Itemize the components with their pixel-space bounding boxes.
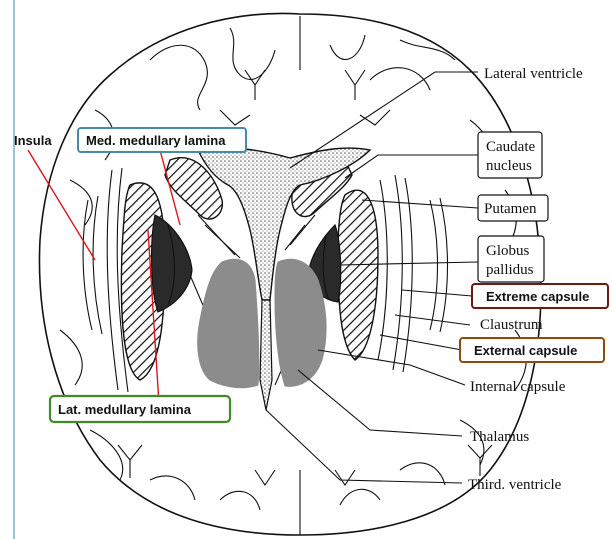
right-putamen bbox=[338, 190, 378, 360]
left-thalamus bbox=[198, 259, 259, 387]
third-ventricle-label: Third. ventricle bbox=[468, 477, 562, 493]
lat-medullary-lamina-label: Lat. medullary lamina bbox=[58, 402, 192, 417]
lateral-ventricle-label: Lateral ventricle bbox=[484, 66, 583, 82]
caudate-nucleus-label-line2: nucleus bbox=[486, 158, 532, 174]
globus-pallidus-label-line1: Globus bbox=[486, 243, 530, 259]
caudate-nucleus-label-line1: Caudate bbox=[486, 139, 535, 155]
med-medullary-lamina-label: Med. medullary lamina bbox=[86, 133, 226, 148]
third-ventricle bbox=[260, 300, 272, 410]
thalamus-label: Thalamus bbox=[470, 429, 529, 445]
external-capsule-label: External capsule bbox=[474, 343, 577, 358]
claustrum-label: Claustrum bbox=[480, 317, 543, 333]
internal-capsule-label: Internal capsule bbox=[470, 379, 566, 395]
putamen-label: Putamen bbox=[484, 201, 537, 217]
extreme-capsule-label: Extreme capsule bbox=[486, 289, 589, 304]
globus-pallidus-label-line2: pallidus bbox=[486, 262, 534, 278]
left-globus-pallidus bbox=[152, 215, 192, 312]
insula-label: Insula bbox=[14, 133, 52, 148]
